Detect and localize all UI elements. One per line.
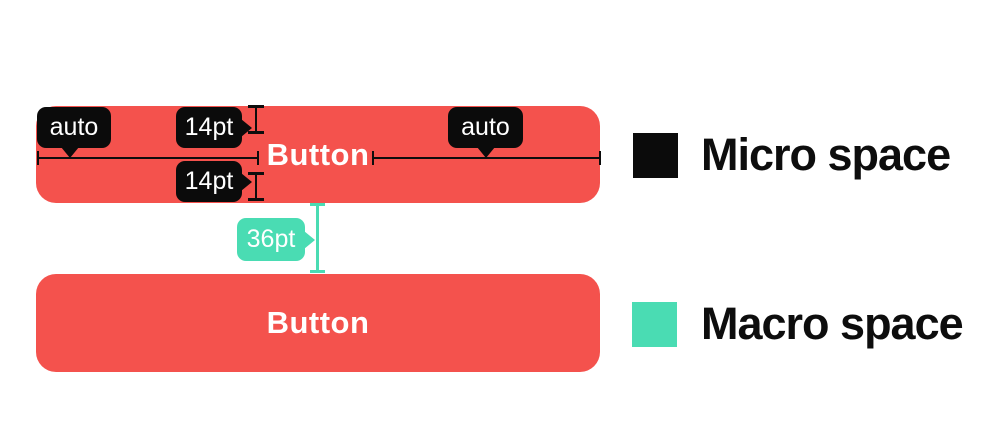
- vertical-gap-measure-line: [310, 203, 325, 273]
- vertical-gap-tooltip: 36pt: [237, 218, 315, 261]
- tooltip-pointer-right-icon: [241, 118, 252, 137]
- vertical-gap-value: 36pt: [246, 225, 296, 253]
- tooltip-pointer-down-icon: [61, 147, 79, 158]
- micro-space-swatch: [633, 133, 678, 178]
- top-button-label: Button: [266, 136, 370, 172]
- tooltip-pointer-right-icon: [304, 230, 315, 249]
- left-margin-value: auto: [49, 113, 99, 141]
- bottom-button-label: Button: [266, 305, 370, 340]
- left-margin-measure-line: [37, 151, 259, 165]
- right-margin-measure-line: [372, 151, 601, 165]
- right-margin-value: auto: [461, 113, 510, 141]
- top-padding-tooltip: 14pt: [176, 107, 252, 148]
- micro-space-label: Micro space: [701, 129, 951, 180]
- left-margin-tooltip: auto: [37, 107, 111, 158]
- bottom-padding-measure-line: [248, 172, 264, 201]
- bottom-button[interactable]: Button: [36, 274, 600, 372]
- macro-space-swatch: [632, 302, 677, 347]
- top-padding-value: 14pt: [184, 113, 234, 141]
- tooltip-pointer-down-icon: [476, 147, 495, 158]
- bottom-padding-tooltip: 14pt: [176, 161, 252, 202]
- top-padding-measure-line: [248, 105, 264, 134]
- right-margin-tooltip: auto: [448, 107, 523, 158]
- macro-space-label: Macro space: [701, 298, 964, 349]
- tooltip-pointer-right-icon: [241, 172, 252, 191]
- bottom-padding-value: 14pt: [184, 167, 234, 195]
